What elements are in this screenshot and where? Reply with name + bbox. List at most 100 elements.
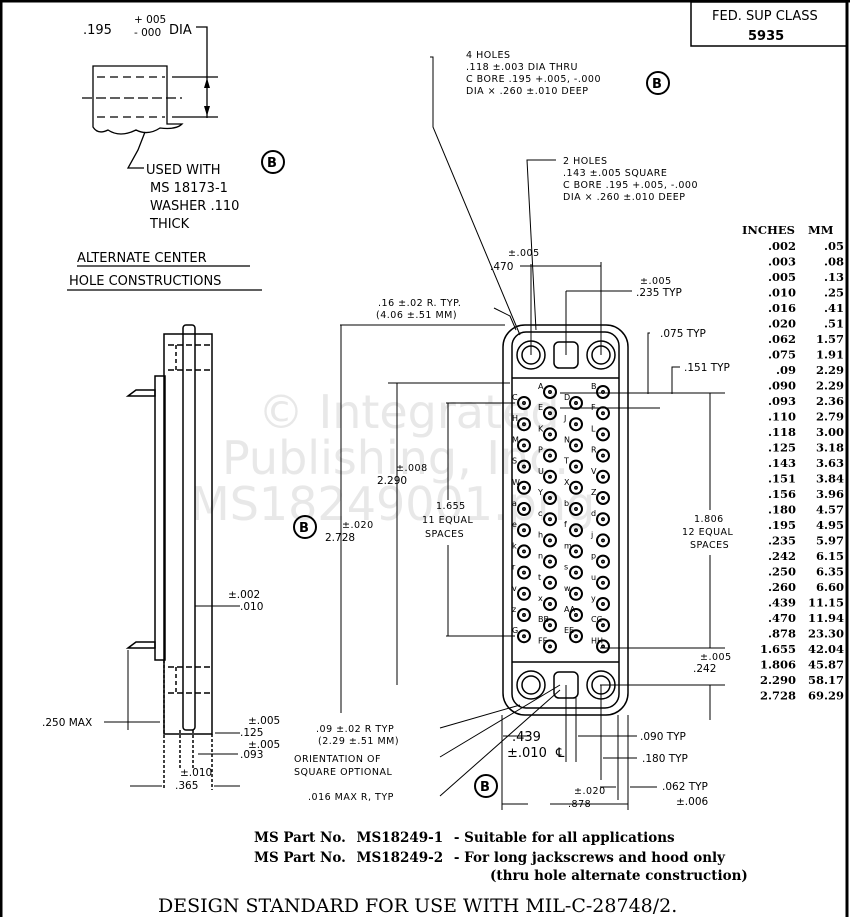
contact-cavity xyxy=(543,533,557,548)
contact-center xyxy=(574,528,578,533)
contact-center xyxy=(601,474,605,479)
contact-center xyxy=(548,453,552,458)
part-note-2-label: MS Part No. xyxy=(254,850,346,866)
dia-minus-tol: - 000 xyxy=(134,27,161,39)
part-note-1: MS Part No. MS18249-1 - Suitable for all… xyxy=(254,830,675,846)
contact-label: c xyxy=(538,509,542,518)
table-cell-inches: .016 xyxy=(768,301,796,315)
contact-center xyxy=(574,443,578,448)
contact-center xyxy=(574,507,578,511)
contact-center xyxy=(574,422,578,427)
table-cell-inches: .020 xyxy=(768,317,796,331)
footer-title: DESIGN STANDARD FOR USE WITH MIL-C-28748… xyxy=(158,895,677,917)
table-cell-mm: 6.60 xyxy=(816,580,844,594)
table-cell-mm: 69.29 xyxy=(808,689,844,703)
contact-cavity xyxy=(517,608,531,622)
table-cell-inches: .156 xyxy=(768,487,796,501)
contact-label: FF xyxy=(538,636,548,645)
note-line-4: THICK xyxy=(149,217,190,232)
note-line-1: USED WITH xyxy=(146,163,221,178)
part-note-3: (thru hole alternate construction) xyxy=(490,868,748,884)
table-cell-mm: .51 xyxy=(824,317,844,331)
contact-label: p xyxy=(591,552,596,561)
table-cell-mm: 11.15 xyxy=(808,596,844,610)
contact-cavity xyxy=(569,438,583,453)
part-note-2-desc: - For long jackscrews and hood only xyxy=(454,850,726,866)
dim-235-tol: ±.005 xyxy=(640,276,672,287)
contact-cavity xyxy=(517,459,531,474)
contact-center xyxy=(601,432,605,437)
contact-center xyxy=(574,570,578,575)
contact-center xyxy=(522,549,526,554)
table-cell-inches: .180 xyxy=(768,503,796,517)
dim-2290: 2.290 xyxy=(377,475,407,487)
table-cell-inches: .093 xyxy=(768,394,796,408)
contact-label: k xyxy=(512,541,517,550)
table-cell-inches: .151 xyxy=(768,472,796,486)
table-cell-inches: .09 xyxy=(776,363,796,377)
contact-cavity xyxy=(569,396,583,410)
contact-label: s xyxy=(564,563,568,572)
table-header-mm: MM xyxy=(808,223,834,237)
dim-1806-value: 1.806 xyxy=(694,514,724,525)
small-radius-line-1: .09 ±.02 R TYP xyxy=(316,724,394,735)
table-cell-inches: .195 xyxy=(768,518,796,532)
dim-250-max: .250 MAX xyxy=(42,717,92,729)
dim-125-tol: ±.005 xyxy=(248,715,280,727)
contact-label: B xyxy=(591,382,597,391)
contact-cavity xyxy=(596,575,610,590)
dim-878-tol: ±.020 xyxy=(574,786,606,797)
dim-010-tol: ±.002 xyxy=(228,589,260,601)
alternate-heading-line-2: HOLE CONSTRUCTIONS xyxy=(69,274,221,289)
contact-label: v xyxy=(512,584,517,593)
dia-value: .195 xyxy=(83,23,112,38)
dim-242-tol: ±.005 xyxy=(700,652,732,663)
table-cell-inches: .010 xyxy=(768,286,796,300)
contact-label: HH xyxy=(591,636,603,645)
table-cell-mm: 2.29 xyxy=(816,379,844,393)
contact-center xyxy=(548,623,552,628)
table-cell-inches: 1.806 xyxy=(760,658,796,672)
contact-center xyxy=(522,422,526,427)
table-cell-mm: 3.18 xyxy=(816,441,844,455)
contact-cavity xyxy=(569,523,583,538)
note-line-2: MS 18173-1 xyxy=(150,181,228,196)
contact-cavity xyxy=(517,565,531,580)
dim-062-typ: .062 TYP xyxy=(662,781,708,793)
part-note-1-part: MS18249-1 xyxy=(357,830,444,846)
table-cell-mm: 3.00 xyxy=(816,425,844,439)
corner-radius-line-2: (4.06 ±.51 MM) xyxy=(376,310,457,321)
contact-center xyxy=(574,634,578,639)
contact-label: L xyxy=(591,424,596,433)
contact-center xyxy=(601,623,605,628)
contact-label: C xyxy=(512,393,518,402)
contact-label: z xyxy=(512,605,516,614)
contact-center xyxy=(548,602,552,606)
four-holes-line-1: 4 HOLES xyxy=(466,50,511,61)
part-note-2-part: MS18249-2 xyxy=(357,850,444,866)
dim-1655-value: 1.655 xyxy=(436,501,466,512)
contact-center xyxy=(522,443,526,448)
table-cell-inches: .125 xyxy=(768,441,796,455)
table-cell-inches: .878 xyxy=(768,627,796,641)
table-cell-inches: .002 xyxy=(768,239,796,253)
contact-center xyxy=(548,496,552,500)
contact-label: D xyxy=(564,393,570,402)
contact-cavity xyxy=(596,427,610,442)
contact-cavity xyxy=(543,618,557,633)
contact-cavity xyxy=(569,417,583,432)
table-cell-inches: .110 xyxy=(768,410,796,424)
contact-cavity xyxy=(543,491,557,505)
watermark-line-1: © Integrated xyxy=(258,385,560,439)
dim-180-typ: .180 TYP xyxy=(642,753,688,765)
table-cell-inches: 2.728 xyxy=(760,689,796,703)
contact-center xyxy=(548,517,552,522)
contact-center xyxy=(548,580,552,585)
contact-label: AA xyxy=(564,605,576,614)
table-cell-inches: .235 xyxy=(768,534,796,548)
table-cell-inches: .005 xyxy=(768,270,796,284)
contact-label: w xyxy=(564,584,571,593)
table-cell-inches: .250 xyxy=(768,565,796,579)
table-cell-inches: .260 xyxy=(768,580,796,594)
contact-center xyxy=(548,644,552,649)
